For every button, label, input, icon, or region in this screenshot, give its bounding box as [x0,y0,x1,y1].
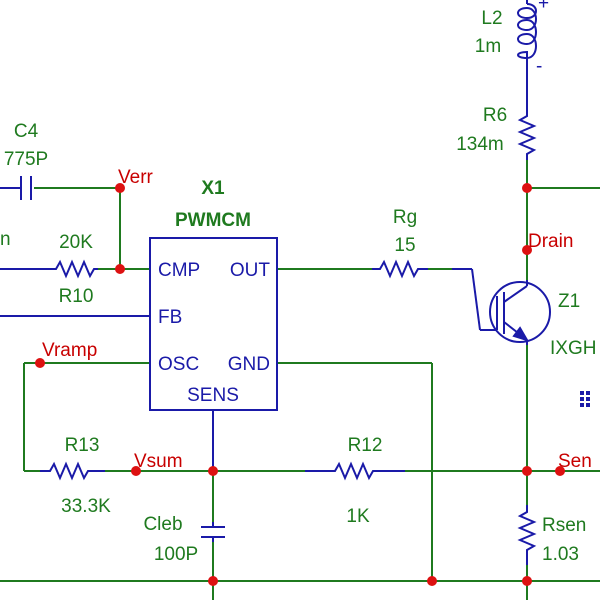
node-dot-rsen-gnd[interactable] [522,576,532,586]
node-dot-sens[interactable] [208,466,218,476]
node-label-verr: Verr [118,167,154,188]
rg-ref: Rg [393,207,417,228]
z1-arrow [512,326,530,342]
transistor-z1[interactable] [480,280,551,345]
wire-gate-diag [471,268,481,331]
resistor-r6[interactable] [517,110,537,160]
r13-value: 33.3K [61,496,111,517]
l2-pin-plus: + [538,0,549,14]
rg-value: 15 [394,235,415,256]
model-marker-icon [580,391,590,407]
r12-value: 1K [346,506,370,527]
z1-collector [503,285,528,303]
c4-value: 775P [4,149,48,170]
inductor-l2[interactable] [517,3,537,62]
node-dot-drain[interactable] [522,245,532,255]
resistor-rsen[interactable] [517,505,537,565]
node-dot-gnd[interactable] [427,576,437,586]
z1-value: IXGH [550,338,596,359]
rsen-value: 1.03 [542,544,579,565]
resistor-r12[interactable] [305,461,405,481]
pin-out: OUT [230,260,271,281]
ic-x1[interactable]: X1 PWMCM CMP OUT FB OSC GND SENS [149,178,278,411]
node-label-vsum: Vsum [134,451,183,472]
junction-dots [35,183,565,586]
node-dot-vramp[interactable] [35,358,45,368]
resistor-r10[interactable] [50,259,98,279]
wires [0,160,600,600]
ic-body[interactable] [149,237,278,411]
node-label-input: n [0,229,11,250]
node-dot-vsum[interactable] [131,466,141,476]
ic-model: PWMCM [175,210,251,231]
node-dot-cleb-gnd[interactable] [208,576,218,586]
z1-body [489,281,551,343]
node-dot-verr[interactable] [115,183,125,193]
l2-value: 1m [475,36,501,57]
cleb-value: 100P [154,544,198,565]
r6-ref: R6 [483,105,507,126]
l2-pin-minus: - [536,56,542,77]
resistor-r13[interactable] [40,461,105,481]
pin-osc: OSC [158,354,199,375]
capacitor-c4[interactable] [0,176,32,200]
node-dot-emitter[interactable] [522,466,532,476]
blue-leads [0,0,528,471]
ic-ref: X1 [201,178,225,199]
r12-ref: R12 [348,435,383,456]
c4-ref: C4 [14,121,39,142]
rsen-ref: Rsen [542,515,586,536]
l2-coil [517,3,537,62]
node-dot-r6[interactable] [522,183,532,193]
pin-fb: FB [158,307,182,328]
node-dot-sen[interactable] [555,466,565,476]
node-dot-cmp[interactable] [115,264,125,274]
r13-ref: R13 [65,435,100,456]
resistor-rg[interactable] [372,259,428,279]
node-label-drain: Drain [528,231,573,252]
node-label-sen: Sen [558,451,592,472]
cleb-ref: Cleb [143,514,182,535]
z1-ref: Z1 [558,291,580,312]
r10-value: 20K [59,232,93,253]
node-label-vramp: Vramp [42,340,97,361]
pin-cmp: CMP [158,260,200,281]
r10-ref: R10 [59,286,94,307]
capacitor-cleb[interactable] [201,522,225,542]
pin-gnd: GND [228,354,270,375]
l2-ref: L2 [481,8,502,29]
r6-value: 134m [456,134,504,155]
pin-sens: SENS [187,385,239,406]
